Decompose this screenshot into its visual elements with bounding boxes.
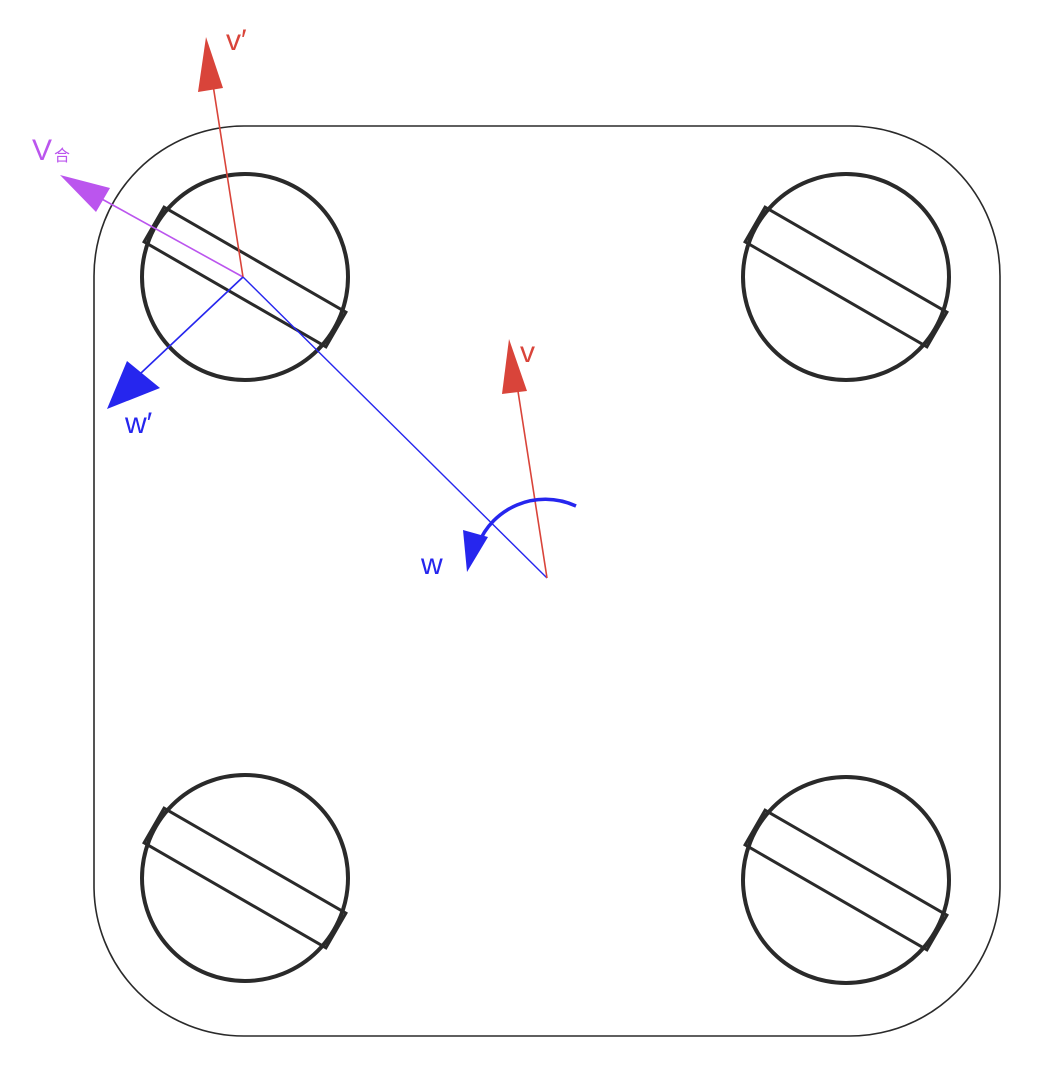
wheel-roller — [142, 205, 348, 349]
wheel-circle — [741, 172, 951, 382]
v-sum-label: V — [32, 134, 52, 167]
wheel-circle — [140, 172, 350, 382]
wheel-front-right — [741, 172, 951, 382]
w-arrowhead — [463, 530, 488, 572]
wheel-rear-right — [741, 775, 951, 985]
wheel-roller — [743, 205, 949, 349]
w-rotation-arc — [476, 497, 577, 546]
radius-line — [242, 276, 548, 579]
w-prime-arrowhead — [107, 361, 160, 409]
wheel-roller — [142, 806, 348, 950]
v-sum-arrowhead — [60, 175, 110, 212]
wheel-circle — [741, 775, 951, 985]
wheel-roller — [743, 808, 949, 952]
w-prime-vector-line — [140, 276, 244, 374]
w-prime-label: w′ — [124, 407, 153, 440]
wheel-circle — [140, 773, 350, 983]
chassis-outline — [93, 125, 1001, 1037]
v-sum-vector-line — [99, 197, 244, 278]
v-arrowhead — [502, 339, 527, 394]
v-vector-line — [514, 371, 548, 579]
wheel-rear-left — [140, 773, 350, 983]
v-prime-arrowhead — [198, 37, 223, 92]
w-label: w — [420, 548, 443, 581]
v-prime-vector-line — [210, 71, 244, 278]
v-sum-label-subscript: 合 — [54, 147, 70, 165]
v-label: v — [520, 336, 535, 369]
wheel-front-left — [140, 172, 350, 382]
v-prime-label: v′ — [226, 24, 247, 57]
